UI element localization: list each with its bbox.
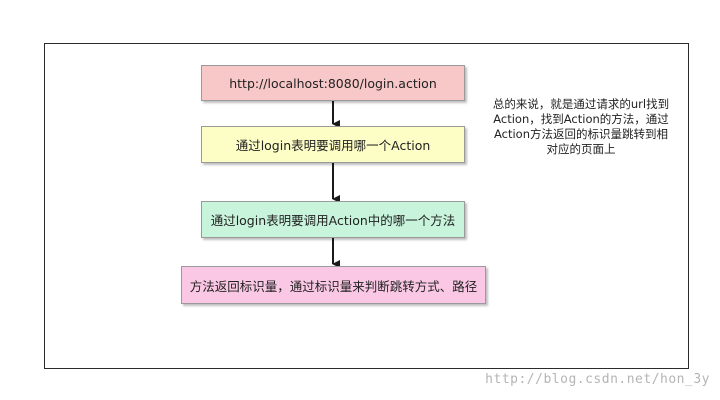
- watermark: http://blog.csdn.net/hon_3y: [485, 372, 710, 387]
- flow-node-result: 方法返回标识量，通过标识量来判断跳转方式、路径: [181, 266, 486, 304]
- flow-node-result-label: 方法返回标识量，通过标识量来判断跳转方式、路径: [189, 278, 478, 294]
- flow-node-url: http://localhost:8080/login.action: [201, 65, 465, 101]
- flow-node-action: 通过login表明要调用哪一个Action: [201, 126, 465, 163]
- flow-node-url-label: http://localhost:8080/login.action: [229, 75, 437, 91]
- summary-note: 总的来说，就是通过请求的url找到 Action，找到Action的方法，通过 …: [492, 97, 670, 156]
- flow-node-method: 通过login表明要调用Action中的哪一个方法: [201, 201, 465, 238]
- flow-node-method-label: 通过login表明要调用Action中的哪一个方法: [210, 213, 456, 228]
- flow-node-action-label: 通过login表明要调用哪一个Action: [235, 138, 431, 153]
